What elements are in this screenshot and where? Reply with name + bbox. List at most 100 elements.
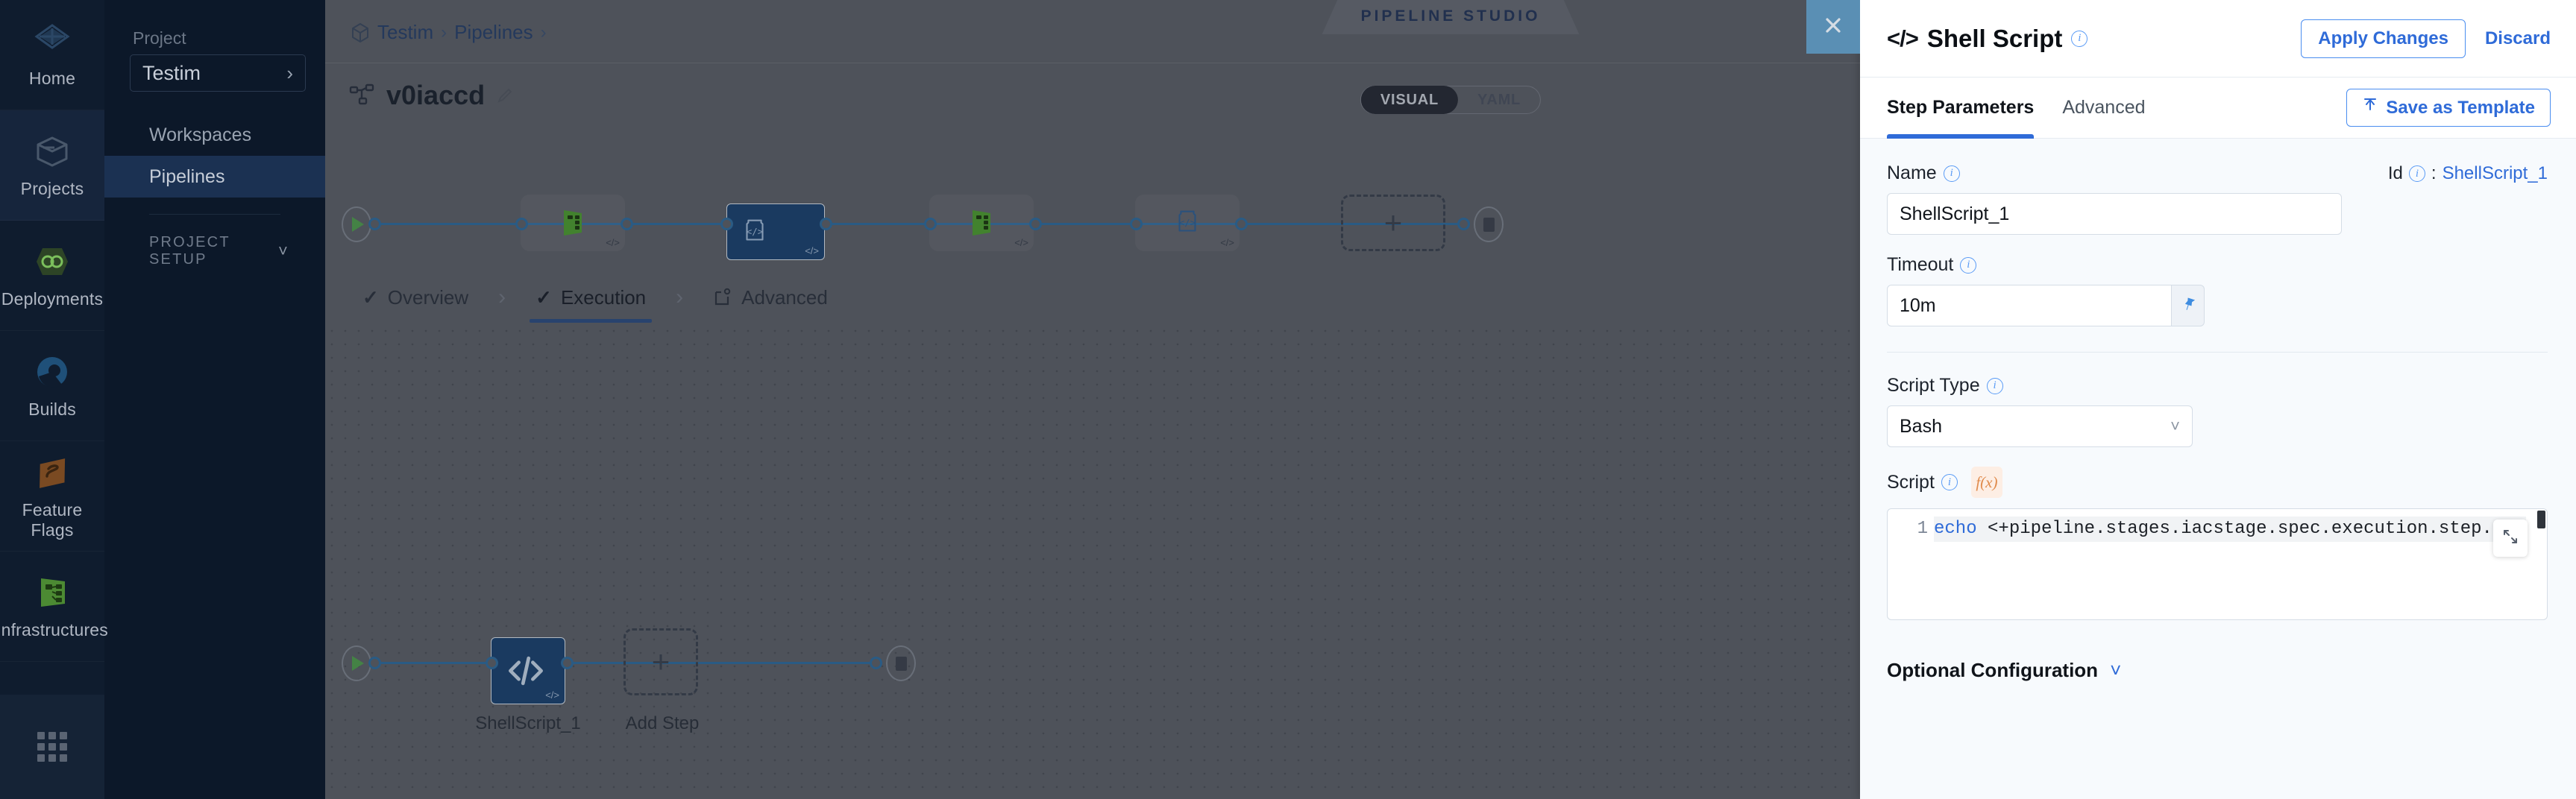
stage-port-6[interactable]: [1029, 218, 1042, 230]
infrastructures-icon: [32, 572, 72, 613]
stage-port-7[interactable]: [1130, 218, 1143, 230]
info-icon-timeout[interactable]: i: [1960, 256, 1977, 274]
panel-header: </> Shell Script i Apply Changes Discard: [1860, 0, 2576, 78]
infra-node-icon-2: [973, 210, 990, 236]
stage-flow-end-node[interactable]: [1474, 206, 1504, 242]
primary-nav-rail: Home Projects: [0, 0, 108, 799]
step-flow-end-node[interactable]: [886, 645, 916, 681]
id-value: ShellScript_1: [2442, 163, 2548, 183]
step-port-2[interactable]: [561, 657, 574, 669]
name-input[interactable]: ShellScript_1: [1887, 193, 2342, 235]
tab-panel-advanced[interactable]: Advanced: [2062, 78, 2145, 139]
optional-configuration-label: Optional Configuration: [1887, 659, 2099, 681]
pipeline-studio-chip: PIPELINE STUDIO: [1322, 0, 1580, 34]
tab-label-step-parameters: Step Parameters: [1887, 97, 2035, 118]
step-port-0[interactable]: [368, 657, 381, 669]
info-icon-script-type[interactable]: i: [1986, 377, 2003, 394]
stop-icon: [1483, 217, 1495, 232]
stop-icon-2: [895, 656, 907, 671]
step-node-shellscript-1[interactable]: </>: [491, 637, 565, 704]
view-mode-toggle[interactable]: VISUAL YAML: [1360, 86, 1542, 114]
optional-configuration-toggle[interactable]: Optional Configuration ˅: [1887, 659, 2548, 682]
step-label-add-step: Add Step: [625, 713, 700, 733]
info-icon-script[interactable]: i: [1941, 474, 1958, 490]
tab-separator-icon-2: ›: [676, 285, 684, 309]
tab-step-parameters[interactable]: Step Parameters: [1887, 78, 2035, 139]
timeout-input[interactable]: 10m: [1887, 285, 2172, 326]
plus-icon-2: +: [651, 644, 670, 679]
info-icon-name[interactable]: i: [1943, 165, 1960, 182]
tab-overview[interactable]: ✓ Overview: [349, 271, 482, 324]
project-selector[interactable]: Testim ›: [130, 54, 306, 92]
panel-divider: [1887, 352, 2548, 353]
add-stage-button[interactable]: +: [1341, 195, 1445, 251]
stage-port-3[interactable]: [720, 218, 733, 230]
stage-port-5[interactable]: [924, 218, 937, 230]
advanced-gear-icon: [713, 288, 732, 307]
sidebar-item-pipelines[interactable]: Pipelines: [104, 156, 325, 198]
save-as-template-button[interactable]: Save as Template: [2346, 89, 2551, 127]
stage-flow-start-node[interactable]: [342, 206, 371, 242]
sidebar-item-workspaces[interactable]: Workspaces: [104, 114, 325, 156]
script-editor-scrollbar[interactable]: [2537, 511, 2545, 528]
check-icon: ✓: [362, 285, 379, 309]
script-label: Script: [1887, 471, 1935, 493]
timeout-input-value: 10m: [1900, 294, 1936, 316]
script-editor[interactable]: 1 echo <+pipeline.stages.iacstage.spec.e…: [1887, 508, 2548, 620]
feature-flags-icon: [32, 452, 72, 493]
code-brackets-icon: </>: [1887, 25, 1919, 51]
rail-label-deployments: Deployments: [1, 289, 104, 309]
expression-fx-button[interactable]: f(x): [1970, 467, 2002, 498]
tab-advanced[interactable]: Advanced: [700, 271, 841, 324]
edit-pencil-icon[interactable]: [497, 87, 513, 104]
script-expand-button[interactable]: [2493, 519, 2528, 557]
stage-node-verify[interactable]: </> </>: [726, 203, 825, 260]
breadcrumb-item-testim[interactable]: Testim: [377, 21, 434, 43]
project-setup-label: PROJECT SETUP: [149, 234, 230, 268]
step-port-1[interactable]: [486, 657, 498, 669]
rail-label-builds: Builds: [28, 400, 76, 419]
stage-node-verifyteardown[interactable]: </> </>: [1135, 195, 1240, 251]
play-icon-2: [352, 656, 364, 671]
check-icon-2: ✓: [535, 285, 552, 309]
apply-changes-button[interactable]: Apply Changes: [2301, 19, 2466, 58]
project-setup-section[interactable]: PROJECT SETUP ˅: [104, 234, 325, 268]
tab-label-overview: Overview: [387, 285, 469, 309]
stage-port-0[interactable]: [368, 218, 381, 230]
breadcrumb-item-pipelines[interactable]: Pipelines: [454, 21, 533, 43]
rail-item-home[interactable]: Home: [0, 0, 104, 110]
rail-item-infrastructures[interactable]: Infrastructures: [0, 552, 108, 662]
step-port-3[interactable]: [870, 657, 882, 669]
info-icon[interactable]: i: [2071, 30, 2088, 47]
rail-item-builds[interactable]: Builds: [0, 331, 104, 441]
stage-port-9[interactable]: [1457, 218, 1470, 230]
stage-node-iacstageprovision[interactable]: </>: [521, 195, 625, 251]
stage-port-8[interactable]: [1235, 218, 1248, 230]
stage-port-2[interactable]: [621, 218, 633, 230]
app-grid-button[interactable]: [0, 695, 104, 799]
step-flow-start-node[interactable]: [342, 645, 371, 681]
rail-label-home: Home: [28, 69, 76, 88]
script-type-select[interactable]: Bash ˅: [1887, 405, 2193, 447]
close-panel-button[interactable]: [1806, 0, 1860, 54]
svg-text:</>: </>: [1179, 217, 1196, 228]
toggle-option-visual[interactable]: VISUAL: [1360, 86, 1459, 114]
add-step-button[interactable]: +: [623, 628, 698, 695]
info-icon-id[interactable]: i: [2408, 165, 2425, 182]
discard-button[interactable]: Discard: [2484, 28, 2551, 48]
stage-port-1[interactable]: [515, 218, 528, 230]
toggle-option-yaml[interactable]: YAML: [1477, 91, 1521, 108]
rail-item-projects[interactable]: Projects: [0, 110, 104, 221]
tab-label-panel-advanced: Advanced: [2062, 97, 2146, 118]
tab-execution[interactable]: ✓ Execution: [522, 271, 659, 324]
rail-item-deployments[interactable]: Deployments: [0, 221, 104, 331]
play-icon: [352, 217, 364, 232]
script-keyword: echo: [1934, 519, 1977, 539]
stage-port-4[interactable]: [820, 218, 832, 230]
script-code-text[interactable]: echo <+pipeline.stages.iacstage.spec.exe…: [1934, 517, 2526, 542]
timeout-pin-button[interactable]: [2172, 285, 2205, 326]
panel-title-group: </> Shell Script i: [1887, 25, 2088, 53]
stage-node-iacstageteardown[interactable]: </>: [929, 195, 1034, 251]
rail-item-feature-flags[interactable]: Feature Flags: [0, 441, 104, 552]
expand-icon: [2501, 528, 2519, 549]
